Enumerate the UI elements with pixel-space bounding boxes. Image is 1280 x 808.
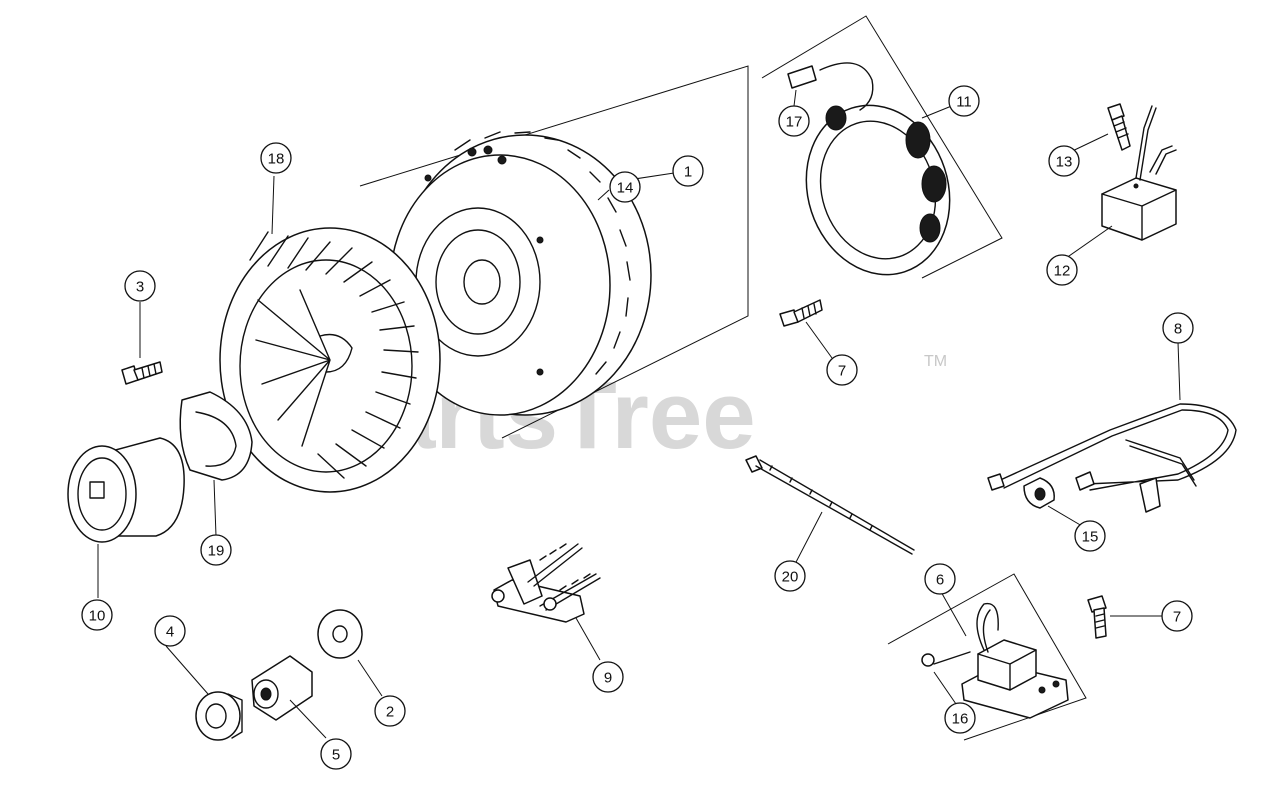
callout-20: 20 [774, 560, 806, 592]
svg-text:20: 20 [782, 569, 799, 586]
callout-9: 9 [592, 661, 624, 693]
callout-17: 17 [778, 105, 810, 137]
svg-text:8: 8 [1174, 321, 1182, 338]
callout-19: 19 [200, 534, 232, 566]
callout-3: 3 [124, 270, 156, 302]
svg-text:17: 17 [786, 114, 803, 131]
callout-14: 14 [609, 171, 641, 203]
svg-text:1: 1 [684, 164, 692, 181]
svg-text:9: 9 [604, 670, 612, 687]
flywheel [359, 65, 749, 439]
callout-1: 1 [672, 155, 704, 187]
svg-text:2: 2 [386, 704, 394, 721]
svg-text:7: 7 [1173, 609, 1181, 626]
svg-text:13: 13 [1056, 154, 1073, 171]
bolt-3 [121, 361, 163, 385]
callout-15: 15 [1074, 520, 1106, 552]
alternator-stator [761, 15, 1003, 279]
svg-text:15: 15 [1082, 529, 1099, 546]
ignition-armature [887, 573, 1087, 741]
svg-text:6: 6 [936, 572, 944, 589]
svg-text:14: 14 [617, 180, 634, 197]
starter-cup [67, 437, 185, 543]
svg-text:19: 19 [208, 543, 225, 560]
nut-4 [195, 691, 243, 741]
callout-11: 11 [948, 85, 980, 117]
svg-text:10: 10 [89, 608, 106, 625]
svg-text:5: 5 [332, 747, 340, 764]
grommet-15 [1023, 477, 1055, 509]
cooling-fan [219, 227, 441, 493]
callout-10: 10 [81, 599, 113, 631]
callout-12: 12 [1046, 254, 1078, 286]
callout-7-upper: 7 [826, 354, 858, 386]
callout-6: 6 [924, 563, 956, 595]
callout-16: 16 [944, 702, 976, 734]
wire-harness [987, 403, 1237, 513]
bolt-13 [1107, 103, 1131, 151]
callout-4: 4 [154, 615, 186, 647]
washer-2 [317, 609, 363, 659]
svg-text:12: 12 [1054, 263, 1071, 280]
svg-text:4: 4 [166, 624, 174, 641]
callout-5: 5 [320, 738, 352, 770]
callout-2: 2 [374, 695, 406, 727]
callout-18: 18 [260, 142, 292, 174]
callout-7-lower: 7 [1161, 600, 1193, 632]
coupling-nut-5 [251, 655, 313, 721]
callout-13: 13 [1048, 145, 1080, 177]
svg-text:3: 3 [136, 279, 144, 296]
watermark-trademark: TM [924, 353, 947, 370]
svg-text:18: 18 [268, 151, 285, 168]
bolt-7-upper [779, 299, 823, 327]
armature-bracket [491, 543, 601, 623]
cup-mounting-plate [179, 391, 253, 481]
svg-text:16: 16 [952, 711, 969, 728]
voltage-regulator [1101, 105, 1177, 241]
bolt-7-lower [1087, 595, 1107, 639]
svg-text:7: 7 [838, 363, 846, 380]
svg-text:11: 11 [956, 94, 972, 111]
callout-8: 8 [1162, 312, 1194, 344]
cable-tie [745, 455, 915, 555]
